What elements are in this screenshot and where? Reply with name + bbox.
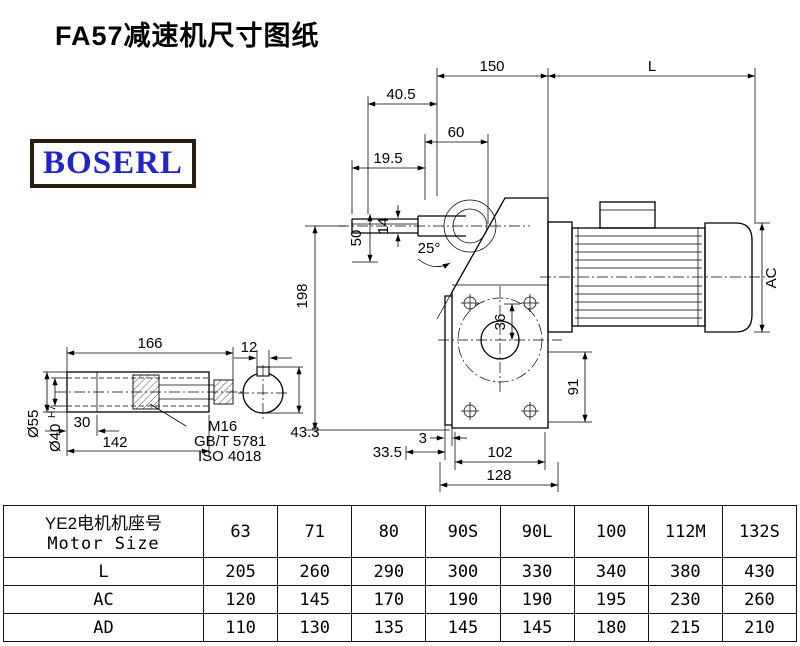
dim-dia40: Ø40 xyxy=(47,424,64,452)
dim-102: 102 xyxy=(487,444,512,461)
dim-142: 142 xyxy=(102,434,127,451)
row-label: AC xyxy=(3,585,204,614)
header-line1: YE2电机机座号 xyxy=(44,514,163,533)
bolt-spec-iso: ISO 4018 xyxy=(198,448,261,465)
size-col-header: 71 xyxy=(277,505,353,558)
bolt-shank-lines xyxy=(159,384,214,400)
dim-12: 12 xyxy=(241,339,258,356)
dimensions-main: 150 L 40.5 60 19.5 50 14 25° 198 36 91 A… xyxy=(294,58,780,492)
dim-dia55: Ø55 xyxy=(25,410,42,438)
table-cell: 195 xyxy=(573,585,649,614)
table-cell: 340 xyxy=(573,557,649,586)
table-cell: 380 xyxy=(647,557,723,586)
output-flange-face xyxy=(444,295,452,426)
dim-36: 36 xyxy=(492,314,509,331)
table-cell: 135 xyxy=(351,613,427,642)
chamfer-extension-line xyxy=(436,291,453,320)
table-cell: 145 xyxy=(499,613,575,642)
size-col-header: 132S xyxy=(721,505,798,558)
dimension-table: YE2电机机座号 Motor Size 63 71 80 90S 90L 100… xyxy=(3,505,798,642)
table-cell: 205 xyxy=(202,557,279,586)
table-cell: 170 xyxy=(351,585,427,614)
table-cell: 190 xyxy=(499,585,575,614)
table-cell: 215 xyxy=(647,613,723,642)
dim-30: 30 xyxy=(74,414,91,431)
table-cell: 330 xyxy=(499,557,575,586)
page-title: FA57减速机尺寸图纸 xyxy=(55,21,320,51)
dim-AC: AC xyxy=(763,267,780,288)
main-view xyxy=(338,197,772,429)
dim-14: 14 xyxy=(375,218,392,235)
size-col-header: 100 xyxy=(573,505,649,558)
dim-33-5: 33.5 xyxy=(373,444,402,461)
bolt-spec-gbt: GB/T 5781 xyxy=(194,433,266,450)
table-row-L: L 205 260 290 300 330 340 380 430 xyxy=(3,557,798,586)
dim-128: 128 xyxy=(486,467,511,484)
end-view-centerlines xyxy=(238,365,288,421)
table-cell: 190 xyxy=(425,585,501,614)
dim-40-5: 40.5 xyxy=(386,86,415,103)
dim-198: 198 xyxy=(294,283,311,308)
table-cell: 110 xyxy=(202,613,279,642)
size-col-header: 90L xyxy=(499,505,575,558)
logo-text: BOSERL xyxy=(43,145,183,181)
boserl-logo: BOSERL xyxy=(30,139,196,188)
table-header-row: YE2电机机座号 Motor Size 63 71 80 90S 90L 100… xyxy=(3,505,798,558)
table-cell: 260 xyxy=(277,557,353,586)
bolt-spec-m16: M16 xyxy=(208,418,237,435)
table-cell: 210 xyxy=(721,613,798,642)
terminal-box xyxy=(599,201,656,229)
motor-size-header-cell: YE2电机机座号 Motor Size xyxy=(3,505,204,558)
dim-dia40-tolerance: H7 xyxy=(47,405,58,418)
table-cell: 260 xyxy=(721,585,798,614)
row-label: L xyxy=(3,557,204,586)
table-cell: 180 xyxy=(573,613,649,642)
size-col-header: 63 xyxy=(202,505,279,558)
table-cell: 430 xyxy=(721,557,798,586)
row-label: AD xyxy=(3,613,204,642)
table-cell: 145 xyxy=(425,613,501,642)
table-cell: 300 xyxy=(425,557,501,586)
size-col-header: 112M xyxy=(647,505,723,558)
dim-166: 166 xyxy=(137,335,162,352)
table-cell: 130 xyxy=(277,613,353,642)
angle-arc-25 xyxy=(417,258,451,269)
header-line2: Motor Size xyxy=(47,534,160,554)
fan-cowl xyxy=(704,222,753,333)
dim-150: 150 xyxy=(479,58,504,75)
dim-19-5: 19.5 xyxy=(373,150,402,167)
table-cell: 145 xyxy=(277,585,353,614)
extension-lines-detail xyxy=(43,347,303,456)
dim-43-3: 43.3 xyxy=(290,424,319,441)
table-cell: 120 xyxy=(202,585,279,614)
table-cell: 290 xyxy=(351,557,427,586)
dim-3: 3 xyxy=(419,430,427,447)
table-row-AD: AD 110 130 135 145 145 180 215 210 xyxy=(3,613,798,642)
size-col-header: 90S xyxy=(425,505,501,558)
dim-91: 91 xyxy=(565,379,582,396)
size-col-header: 80 xyxy=(351,505,427,558)
motor-fins xyxy=(575,235,702,319)
gearbox-outline xyxy=(451,197,549,429)
table-row-AC: AC 120 145 170 190 190 195 230 260 xyxy=(3,585,798,614)
output-centerlines xyxy=(438,286,562,394)
dim-L: L xyxy=(648,58,656,75)
bolt-hole-crosses xyxy=(461,294,539,420)
dim-60: 60 xyxy=(448,124,465,141)
shaft-detail-view: 166 30 142 12 43.3 Ø55 Ø40 H7 M16 GB/T 5… xyxy=(25,335,320,465)
dim-50: 50 xyxy=(348,230,365,247)
table-cell: 230 xyxy=(647,585,723,614)
technical-drawing: 150 L 40.5 60 19.5 50 14 25° 198 36 91 A… xyxy=(25,58,780,492)
dim-25deg: 25° xyxy=(418,240,441,257)
